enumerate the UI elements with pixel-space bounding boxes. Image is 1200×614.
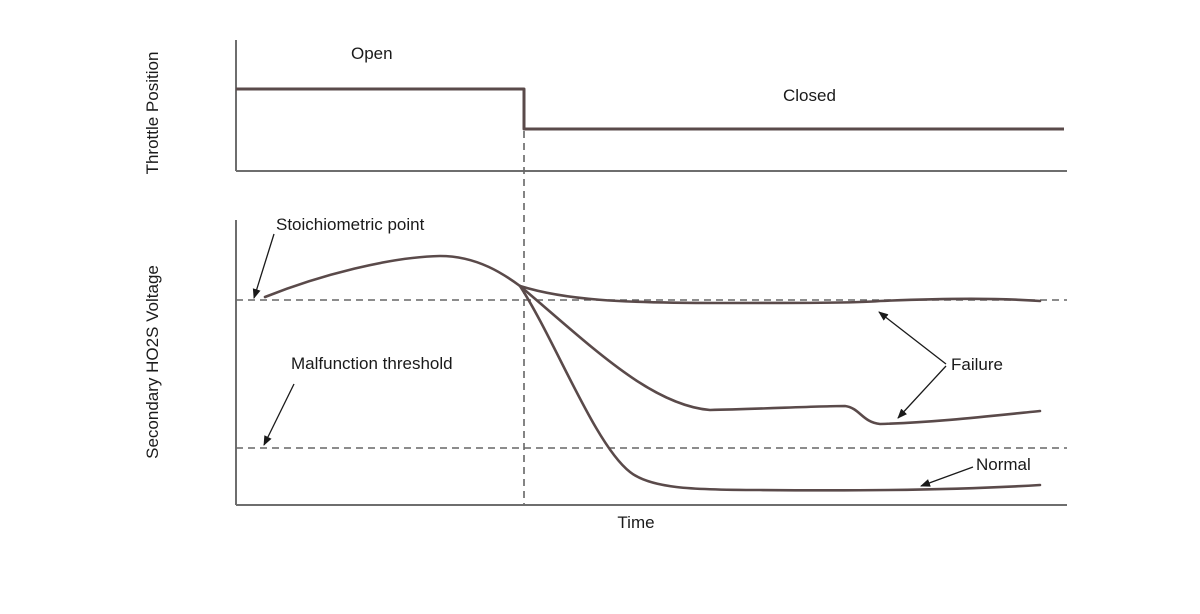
stoichiometric-label: Stoichiometric point bbox=[276, 215, 425, 234]
threshold-label: Malfunction threshold bbox=[291, 354, 453, 373]
stoichiometric-arrow bbox=[252, 233, 275, 299]
normal-curve bbox=[518, 284, 1042, 492]
failure-arrow-mid bbox=[897, 365, 947, 419]
throttle-panel: Throttle Position Open Closed bbox=[143, 40, 1067, 174]
closed-label: Closed bbox=[783, 86, 836, 105]
throttle-trace bbox=[236, 87, 1064, 131]
ho2s-panel: Secondary HO2S Voltage Time Stoichiometr… bbox=[143, 215, 1067, 532]
normal-label: Normal bbox=[976, 455, 1031, 474]
normal-arrow bbox=[920, 466, 974, 487]
time-axis-label: Time bbox=[617, 513, 654, 532]
threshold-arrow bbox=[263, 383, 295, 446]
open-label: Open bbox=[351, 44, 393, 63]
ho2s-y-label: Secondary HO2S Voltage bbox=[143, 265, 162, 459]
failure-label: Failure bbox=[951, 355, 1003, 374]
failure-curve-high bbox=[518, 284, 1042, 305]
failure-curve-mid bbox=[518, 284, 1042, 426]
failure-arrow-high bbox=[878, 311, 947, 365]
voltage-rise-curve bbox=[263, 254, 522, 299]
throttle-y-label: Throttle Position bbox=[143, 52, 162, 175]
